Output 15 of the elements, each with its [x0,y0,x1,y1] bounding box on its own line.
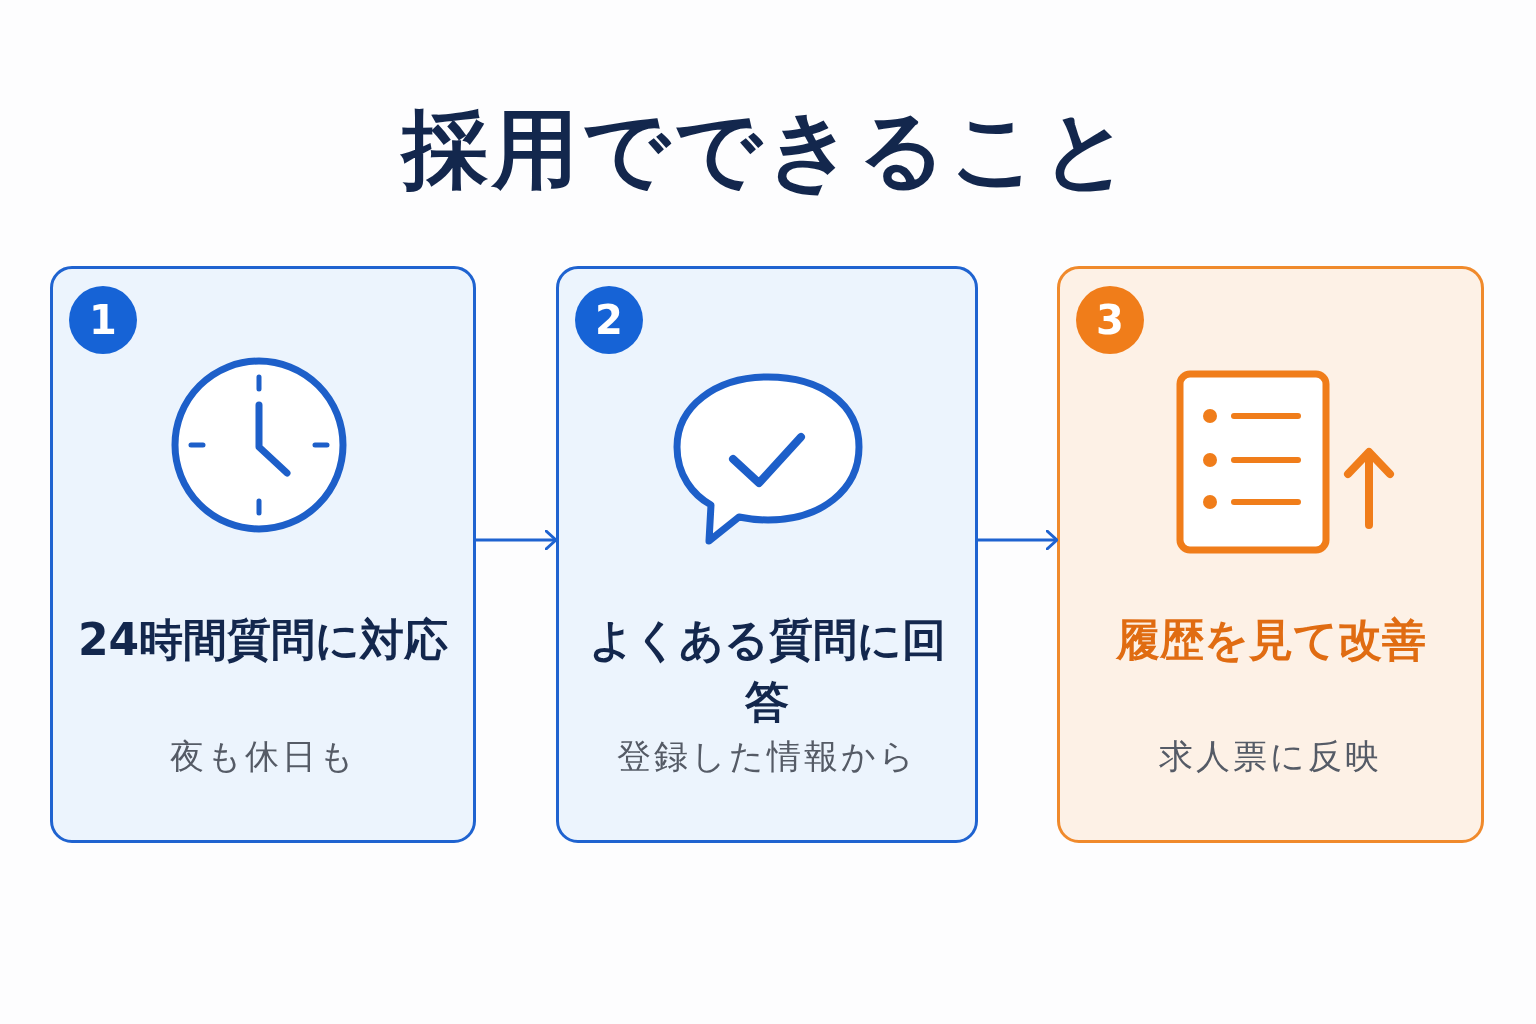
step-heading: よくある質問に回答 [587,613,947,729]
arrow [978,529,1059,551]
step-card [50,266,476,843]
step-number: 3 [1076,286,1144,354]
step-description: 求人票に反映 [1158,735,1383,778]
step-description: 夜も休日も [168,735,358,778]
title: 採用でできること [399,98,1135,201]
arrow [476,529,558,551]
step-number: 2 [575,286,643,354]
step-description: 登録した情報から [616,735,918,778]
step-heading: 履歴を見て改善 [1114,613,1427,667]
step-number: 1 [69,286,137,354]
step-card [1057,266,1484,843]
step-card [556,266,978,843]
step-heading: 24時間質問に対応 [76,613,450,667]
